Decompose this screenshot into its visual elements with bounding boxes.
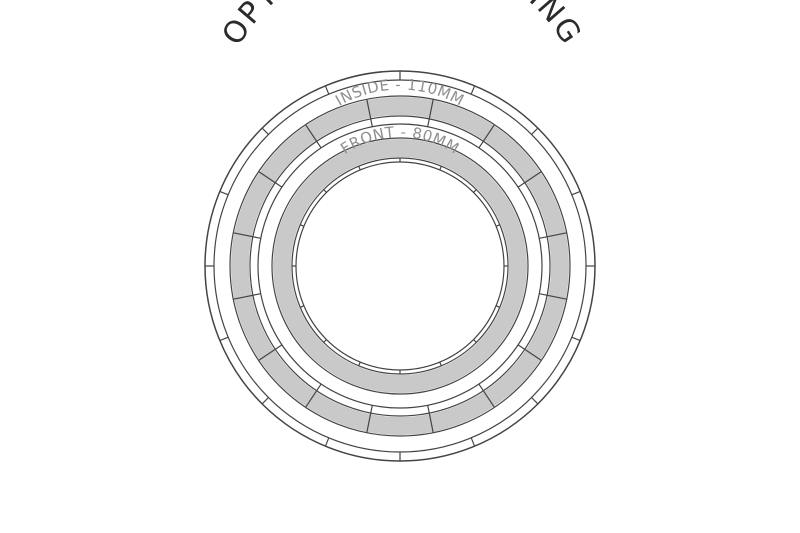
segment-divider: [571, 190, 581, 196]
segment-divider: [571, 336, 581, 342]
inside-halo-outer-edge: [229, 95, 571, 437]
diagram-title-text: OPTIONAL HALO SIZING: [216, 0, 587, 52]
segment-divider: [233, 232, 261, 239]
inside-halo-inner-edge: [249, 115, 551, 417]
segment-divider: [323, 189, 327, 193]
segment-divider: [531, 397, 539, 405]
segment-divider: [495, 224, 501, 227]
segment-divider: [323, 339, 327, 343]
segment-divider: [324, 85, 330, 95]
front-halo-outer-edge: [271, 137, 529, 395]
segment-divider: [478, 383, 495, 408]
segment-divider: [299, 224, 305, 227]
segment-divider: [258, 344, 283, 361]
segment-divider: [358, 361, 361, 367]
lens-inner-ring: [295, 161, 505, 371]
segment-divider: [358, 165, 361, 171]
segment-divider: [539, 232, 567, 239]
segment-divider: [366, 405, 373, 433]
front-halo-ring: [273, 139, 527, 393]
segment-divider: [473, 339, 477, 343]
segment-divider: [495, 305, 501, 308]
middle-ring: [257, 123, 543, 409]
segment-divider: [219, 190, 229, 196]
diagram-title: OPTIONAL HALO SIZING: [216, 0, 589, 52]
segment-divider: [305, 124, 322, 149]
segment-divider: [261, 397, 269, 405]
segment-divider: [478, 124, 495, 149]
inside-halo-ring: [231, 97, 569, 435]
segment-divider: [517, 344, 542, 361]
segment-divider: [366, 99, 373, 127]
segment-divider: [324, 437, 330, 447]
segment-divider: [233, 293, 261, 300]
segment-divider: [299, 305, 305, 308]
segment-divider: [219, 336, 229, 342]
segment-divider: [531, 127, 539, 135]
segment-divider: [539, 293, 567, 300]
segment-divider: [439, 165, 442, 171]
segment-divider: [427, 99, 434, 127]
segment-divider: [439, 361, 442, 367]
segment-dividers: [205, 71, 595, 461]
segment-divider: [427, 405, 434, 433]
segment-divider: [258, 171, 283, 188]
segment-divider: [473, 189, 477, 193]
segment-divider: [305, 383, 322, 408]
segment-divider: [470, 85, 476, 95]
segment-divider: [261, 127, 269, 135]
segment-divider: [470, 437, 476, 447]
segment-divider: [517, 171, 542, 188]
